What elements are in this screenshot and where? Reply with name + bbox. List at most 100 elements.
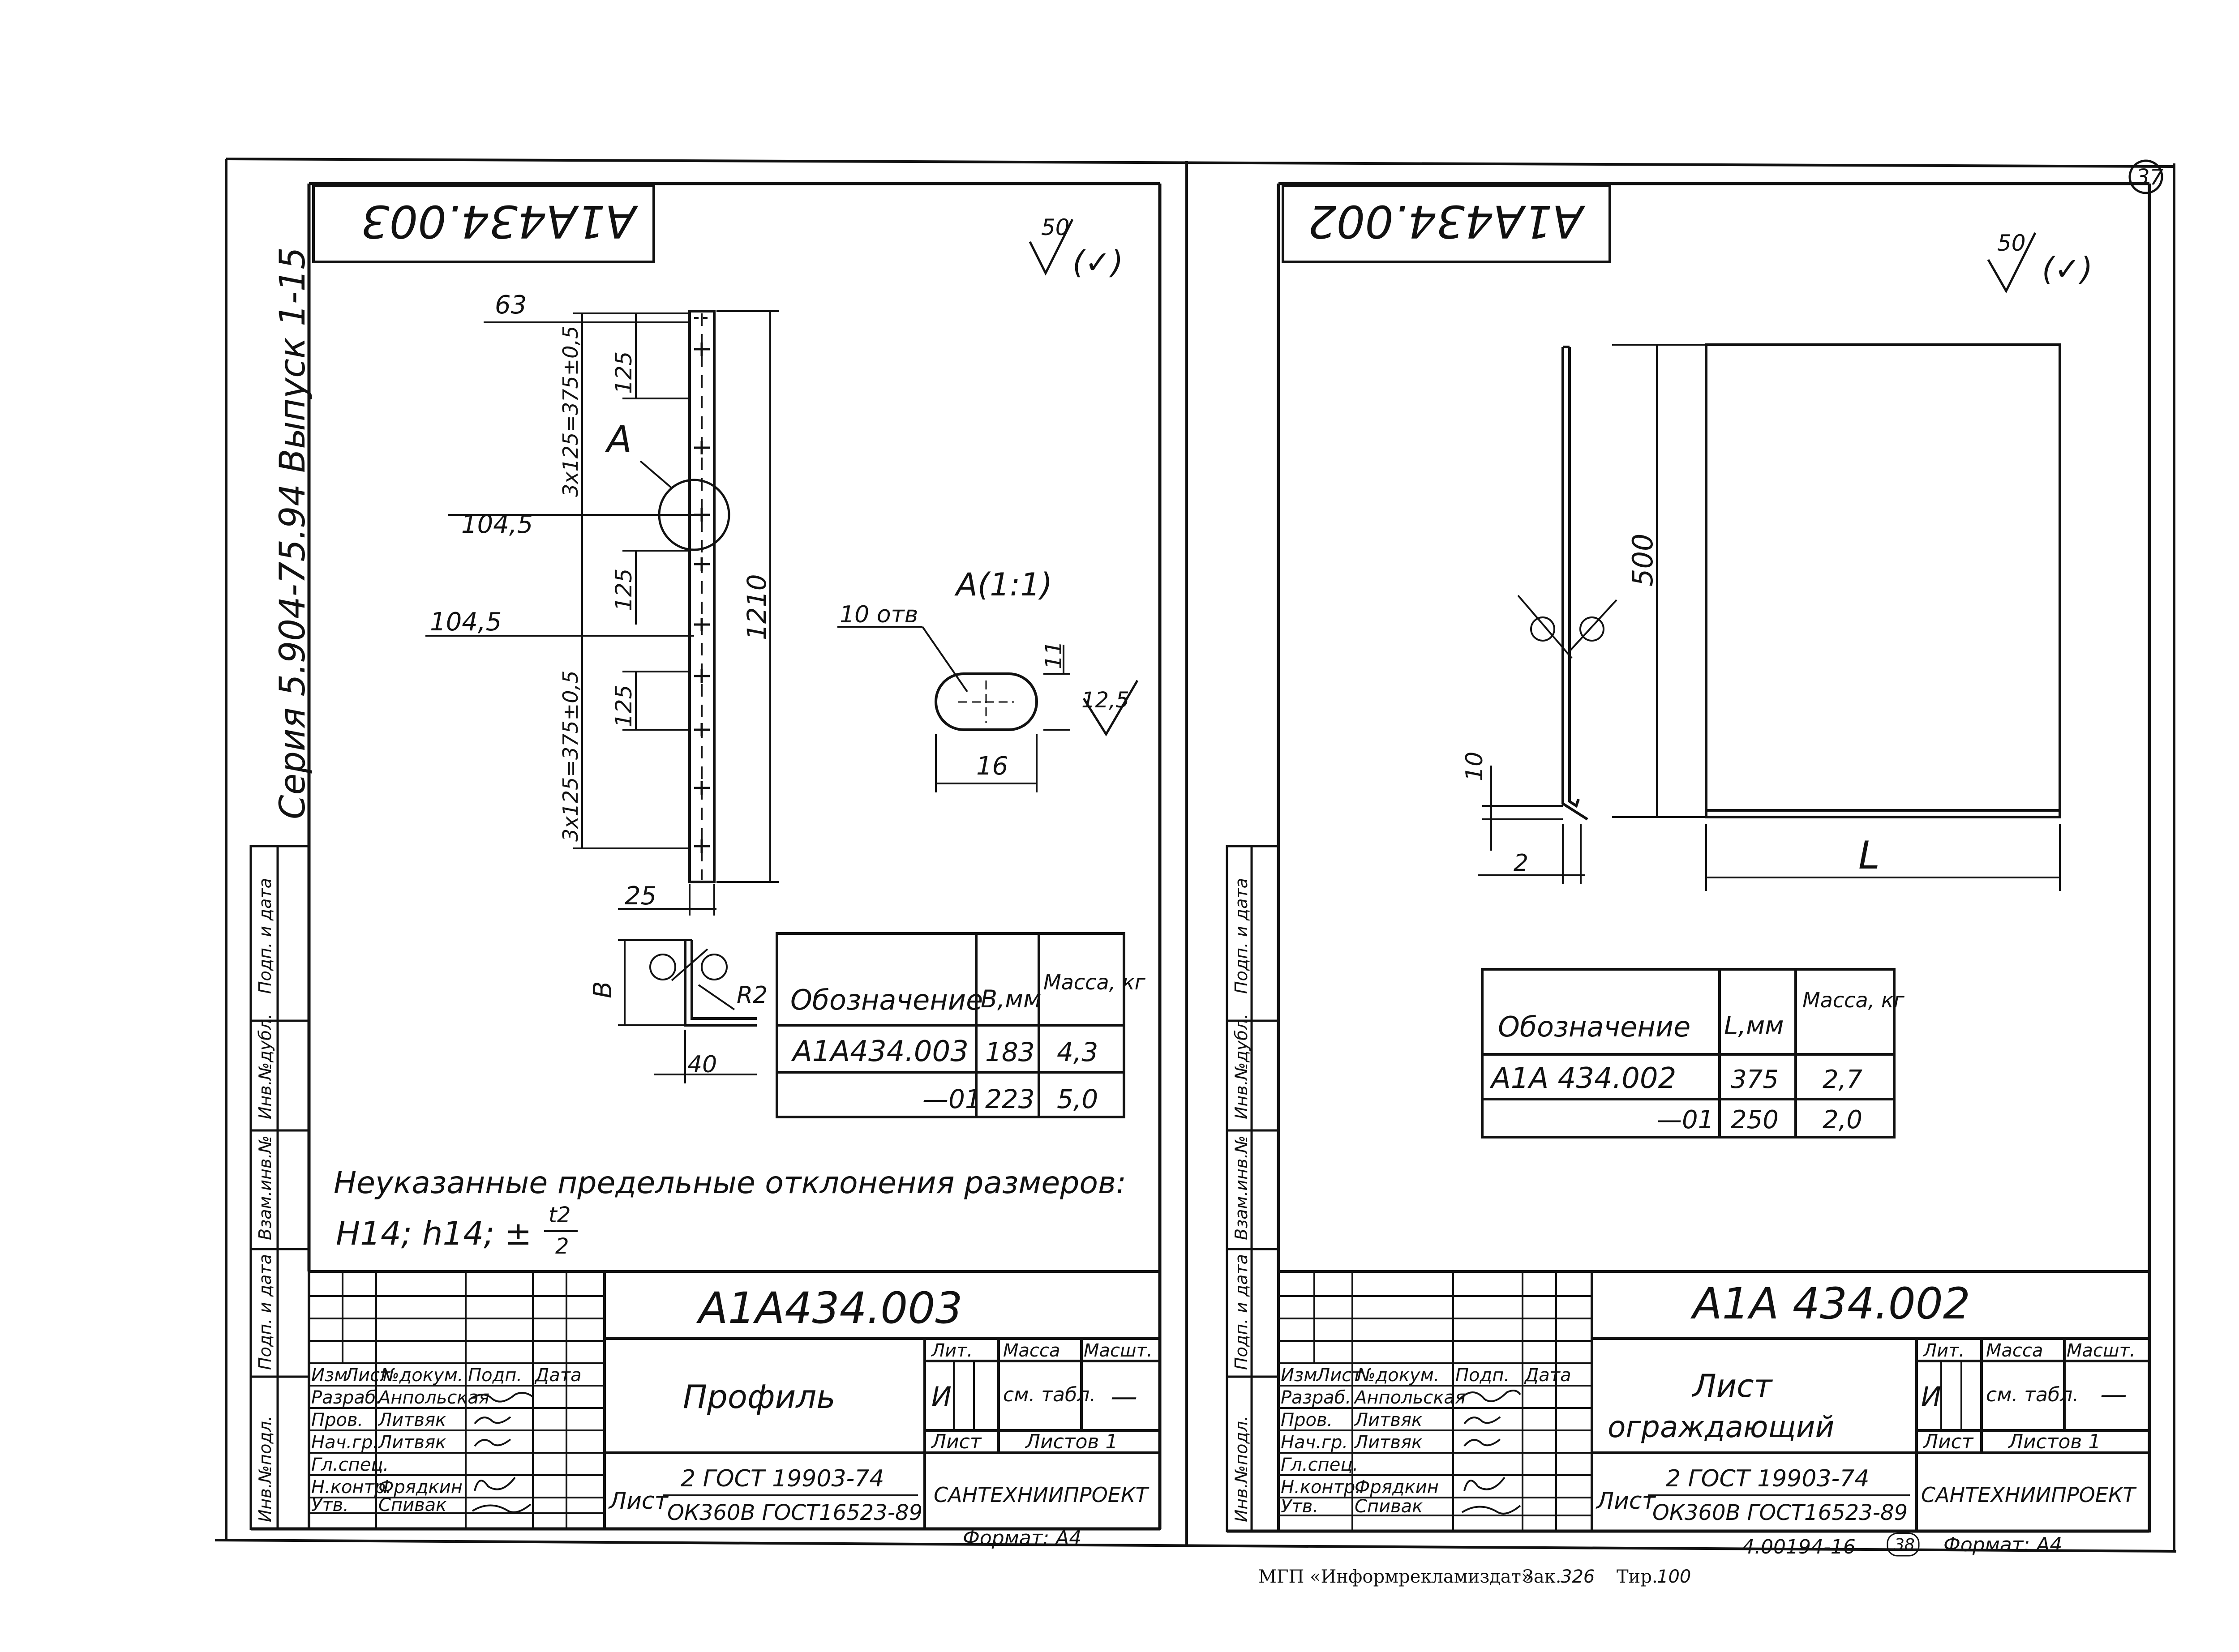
right-tb-sheets-label: Листов 1 (2007, 1430, 2101, 1453)
left-rev-h-doc: №докум. (380, 1365, 463, 1386)
left-tb-scale-value: — (1111, 1381, 1137, 1412)
left-rev-h-list: Лист (344, 1365, 391, 1386)
left-tb-mass-value: см. табл. (1003, 1383, 1096, 1406)
right-rev-h-sign: Подп. (1455, 1365, 1510, 1386)
footer-order-label: Зак. (1523, 1566, 1561, 1587)
detail-roughness: 12,5 (1081, 688, 1129, 713)
left-person-6: Спивак (378, 1495, 446, 1515)
dim-25: 25 (625, 882, 656, 911)
stamp-label-2: Инв.№дубл. (255, 1014, 275, 1119)
left-role-3: Нач.гр. (311, 1432, 378, 1453)
right-tb-sheet-label: Лист (1922, 1430, 1974, 1453)
right-roughness-value: 50 (1997, 230, 2026, 256)
right-tb-name-2: ограждающий (1608, 1410, 1834, 1444)
left-tb-sheets-label: Листов 1 (1025, 1430, 1118, 1453)
right-person-2: Литвяк (1354, 1410, 1422, 1430)
left-title-block (308, 1270, 1161, 1530)
right-dim-10: 10 (1461, 752, 1488, 781)
right-rev-h-list: Лист (1316, 1365, 1363, 1386)
right-roughness-mark: 50 (✓) (1987, 230, 2093, 294)
left-roughness-value: 50 (1041, 214, 1070, 240)
left-tb-scale-label: Масшт. (1084, 1340, 1153, 1361)
right-person-6: Спивак (1355, 1496, 1423, 1517)
right-table-r2-code: —01 (1657, 1105, 1714, 1134)
stamp-label-1: Подп. и дата (255, 878, 275, 994)
left-table-r2-code: —01 (922, 1084, 982, 1114)
left-format: Формат: А4 (963, 1527, 1081, 1549)
note-line-1: Неуказанные предельные отклонения размер… (334, 1165, 1126, 1201)
right-table-r1-l: 375 (1731, 1065, 1779, 1094)
sheet-number: 37 (2136, 165, 2164, 190)
note-line-2: H14; h14; ± (336, 1215, 532, 1252)
right-format: Формат: А4 (1943, 1533, 2062, 1556)
right-rev-grid (1278, 1271, 1592, 1531)
detail-dim-16: 16 (976, 752, 1008, 781)
left-dimension-lines (425, 310, 779, 916)
right-role-5: Н.контр. (1281, 1477, 1361, 1498)
left-tb-material-top: 2 ГОСТ 19903-74 (681, 1465, 884, 1492)
right-tb-scale-label: Масшт. (2067, 1340, 2136, 1361)
footer-inventory-page: 38 (1894, 1536, 1915, 1554)
right-rev-h-date: Дата (1524, 1365, 1571, 1386)
left-role-4: Гл.спец. (311, 1455, 389, 1475)
right-role-4: Гл.спец. (1281, 1455, 1358, 1475)
dim-r2: R2 (737, 982, 768, 1009)
right-frame (1227, 182, 2151, 1533)
right-side-view (1478, 346, 1617, 884)
right-table-header-3: Масса, кг (1802, 988, 1905, 1012)
detail-title: А(1:1) (954, 566, 1052, 603)
right-rev-h-izm: Изм (1281, 1365, 1317, 1386)
footer-inventory-circle (1887, 1532, 1920, 1557)
right-role-6: Утв. (1281, 1496, 1318, 1517)
left-table-header-3: Масса, кг (1043, 970, 1146, 994)
left-tb-mass-label: Масса (1003, 1340, 1060, 1361)
stamp-label-3: Взам.инв.№ (255, 1135, 275, 1240)
left-roughness-suffix: (✓) (1072, 244, 1123, 281)
left-hole-markers (694, 342, 710, 853)
dim-b: B (588, 981, 618, 998)
left-tb-material-prefix: Лист (608, 1488, 669, 1515)
dim-104-5-a: 104,5 (461, 510, 533, 539)
stamp-label-4: Подп. и дата (255, 1254, 275, 1370)
left-table-header-2: B,мм (981, 985, 1042, 1013)
dim-125-b: 125 (611, 569, 637, 611)
right-rev-h-doc: №докум. (1356, 1365, 1439, 1386)
left-rev-h-date: Дата (534, 1365, 582, 1386)
left-table-r2-b: 223 (985, 1084, 1035, 1114)
dim-chain-a: 3x125=375±0,5 (558, 326, 583, 497)
dim-1210: 1210 (742, 574, 772, 640)
dim-63: 63 (495, 291, 527, 320)
right-dim-L: L (1858, 833, 1880, 878)
right-signatures (1459, 1390, 1521, 1515)
left-callout-letter: А (605, 419, 632, 461)
right-tb-lit-label: Лит. (1922, 1340, 1964, 1361)
left-rev-grid (309, 1271, 605, 1529)
left-role-5: Н.контр. (311, 1477, 391, 1498)
left-cross-section (618, 939, 757, 1083)
right-tb-material-top: 2 ГОСТ 19903-74 (1666, 1465, 1869, 1492)
detail-slot (837, 626, 1139, 792)
footer-inventory-stamp: 4.00194-16 (1742, 1536, 1856, 1558)
stamp-label-r3: Взам.инв.№ (1231, 1135, 1251, 1240)
left-tb-material-bottom: ОК360В ГОСТ16523-89 (667, 1500, 922, 1525)
left-tb-code: А1А434.003 (696, 1283, 962, 1333)
note-frac-top: t2 (549, 1203, 570, 1228)
dim-chain-b: 3x125=375±0,5 (558, 671, 583, 842)
detail-dim-11: 11 (1041, 641, 1067, 669)
left-code-box (312, 184, 655, 263)
right-person-1: Анпольская (1353, 1387, 1466, 1408)
dim-125-a: 125 (611, 351, 637, 394)
left-role-6: Утв. (311, 1495, 349, 1515)
right-plate (1612, 343, 2061, 891)
left-tb-sheet-label: Лист (931, 1430, 982, 1453)
right-table-header-1: Обозначение (1498, 1010, 1690, 1043)
right-tb-lit-value: И (1921, 1381, 1941, 1412)
right-dim-500: 500 (1626, 534, 1659, 586)
note-frac-bottom: 2 (555, 1234, 569, 1259)
dim-125-c: 125 (611, 685, 637, 728)
stamp-label-r5: Инв.№подл. (1231, 1416, 1251, 1522)
right-table-r2-mass: 2,0 (1823, 1105, 1862, 1134)
left-tb-name: Профиль (683, 1378, 836, 1416)
right-title-block (1277, 1270, 2151, 1532)
